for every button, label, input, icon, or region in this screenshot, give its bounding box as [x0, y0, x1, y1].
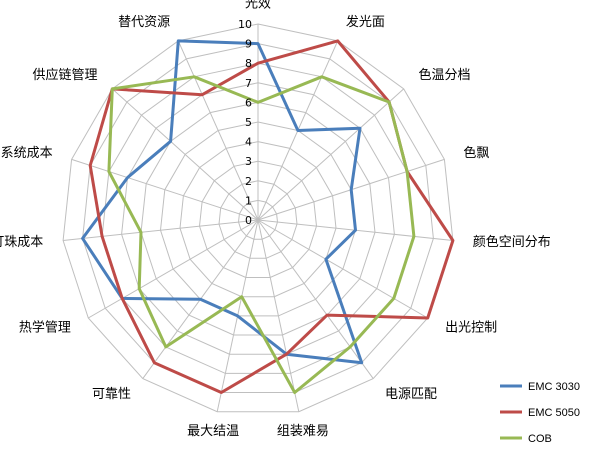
radar-grid [62, 23, 454, 413]
tick-label: 4 [245, 136, 252, 149]
series-line-2 [107, 75, 416, 394]
grid-ring [121, 82, 395, 355]
category-label: 电源匹配 [385, 387, 437, 402]
radar-tick-labels: 0 1 2 3 4 5 6 7 8 9 10 [238, 18, 252, 227]
tick-label: 6 [245, 96, 252, 109]
tick-label: 0 [245, 214, 252, 227]
category-label: 最大结温 [187, 424, 239, 439]
grid-ring [198, 160, 318, 278]
tick-label: 8 [245, 57, 252, 70]
grid-ring [82, 43, 434, 393]
grid-ring [159, 121, 357, 317]
category-label: 光效 [245, 0, 271, 12]
grid-spoke [257, 219, 428, 319]
category-label: 发光面 [346, 14, 385, 30]
category-label: 组装难易 [277, 424, 329, 439]
grid-spoke [257, 88, 405, 221]
tick-label: 7 [245, 77, 252, 90]
category-label: 颜色空间分布 [473, 234, 551, 250]
category-label: 色温分档 [419, 67, 471, 83]
category-label: 替代资源 [118, 15, 170, 30]
grid-spoke [257, 219, 374, 379]
tick-label: 2 [245, 175, 252, 188]
grid-ring [140, 101, 376, 336]
grid-spoke [257, 219, 300, 412]
tick-label: 9 [245, 38, 252, 51]
category-label: 热学管理 [19, 320, 71, 336]
radar-series [81, 39, 455, 394]
legend-label-0: EMC 3030 [528, 381, 580, 393]
tick-label: 1 [245, 194, 252, 207]
tick-label: 5 [245, 116, 252, 129]
category-label: 可靠性 [92, 387, 131, 402]
grid-spoke [63, 219, 259, 241]
category-label: 色飘 [463, 145, 489, 161]
grid-ring [62, 23, 454, 413]
category-label: 系统成本 [1, 146, 53, 161]
tick-label: 10 [238, 18, 252, 31]
tick-label: 3 [245, 155, 252, 168]
category-label: 供应链管理 [32, 67, 97, 83]
grid-spoke [177, 40, 259, 221]
grid-ring [218, 180, 298, 259]
legend-label-2: COB [528, 433, 552, 445]
category-label: 出光控制 [445, 321, 497, 336]
category-label: 灯珠成本 [0, 235, 43, 250]
grid-ring [237, 199, 279, 240]
legend-label-1: EMC 5050 [528, 407, 580, 419]
grid-ring [101, 62, 415, 374]
grid-ring [179, 141, 337, 298]
grid-spoke [88, 219, 259, 319]
grid-spoke [71, 158, 259, 221]
grid-spoke [111, 88, 259, 221]
